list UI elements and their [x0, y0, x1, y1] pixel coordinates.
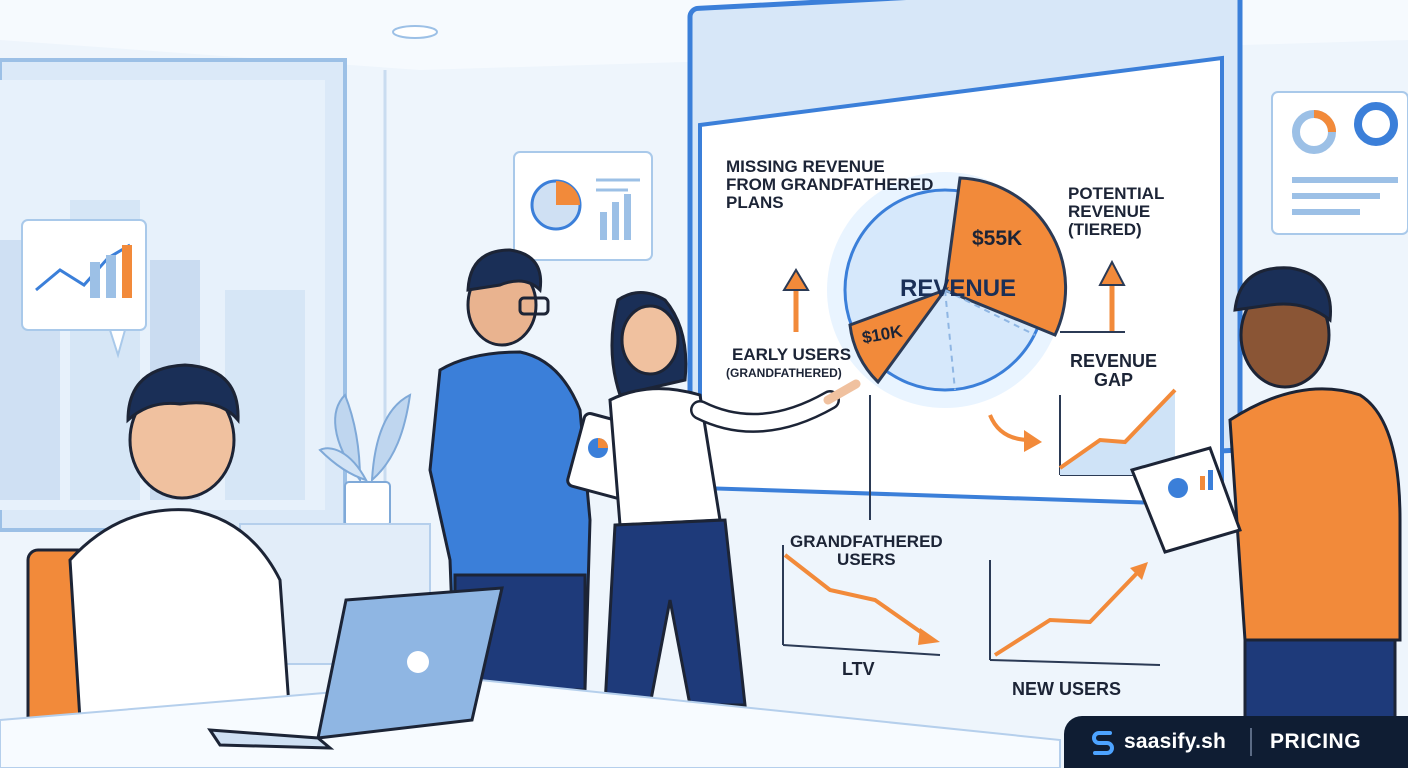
early-users-label: EARLY USERS	[732, 345, 852, 364]
early-users-sublabel: (GRANDFATHERED)	[726, 366, 842, 380]
ltv-chart	[782, 545, 941, 656]
grandfathered-users-label: GRANDFATHERED USERS	[790, 532, 943, 569]
new-users-chart	[989, 560, 1161, 666]
arrow-up-right-icon	[1098, 259, 1126, 332]
brand-name: saasify.sh	[1124, 730, 1227, 753]
pie-center-label: REVENUE	[900, 275, 1017, 302]
curved-arrow-icon	[988, 414, 1042, 452]
floating-pie-card	[513, 151, 653, 261]
ltv-label: LTV	[842, 659, 875, 679]
plant	[318, 393, 412, 527]
arrow-up-left-icon	[782, 268, 810, 332]
new-users-label: NEW USERS	[1012, 679, 1122, 699]
laptop	[207, 586, 504, 750]
missing-revenue-label: MISSING REVENUE FROM GRANDFATHERED PLANS	[726, 157, 934, 212]
revenue-pie-chart	[827, 172, 1068, 408]
brand-divider	[1250, 728, 1253, 756]
saasify-logo-icon	[1092, 731, 1114, 755]
floating-donut-card	[1271, 91, 1408, 235]
pie-slice-small	[848, 286, 950, 385]
man-seated	[26, 363, 292, 742]
potential-revenue-label: POTENTIAL REVENUE (TIERED)	[1068, 184, 1165, 239]
pie-slice-large	[943, 176, 1068, 337]
revenue-gap-label: REVENUE GAP	[1070, 351, 1158, 390]
brand-page-label: PRICING	[1270, 730, 1362, 753]
slice-large-label: $55K	[972, 227, 1023, 250]
floating-chart-card-left	[21, 219, 147, 359]
brand-badge: saasify.sh PRICING	[1064, 716, 1408, 768]
man-with-report	[1129, 266, 1402, 768]
ceiling-light	[392, 25, 438, 39]
